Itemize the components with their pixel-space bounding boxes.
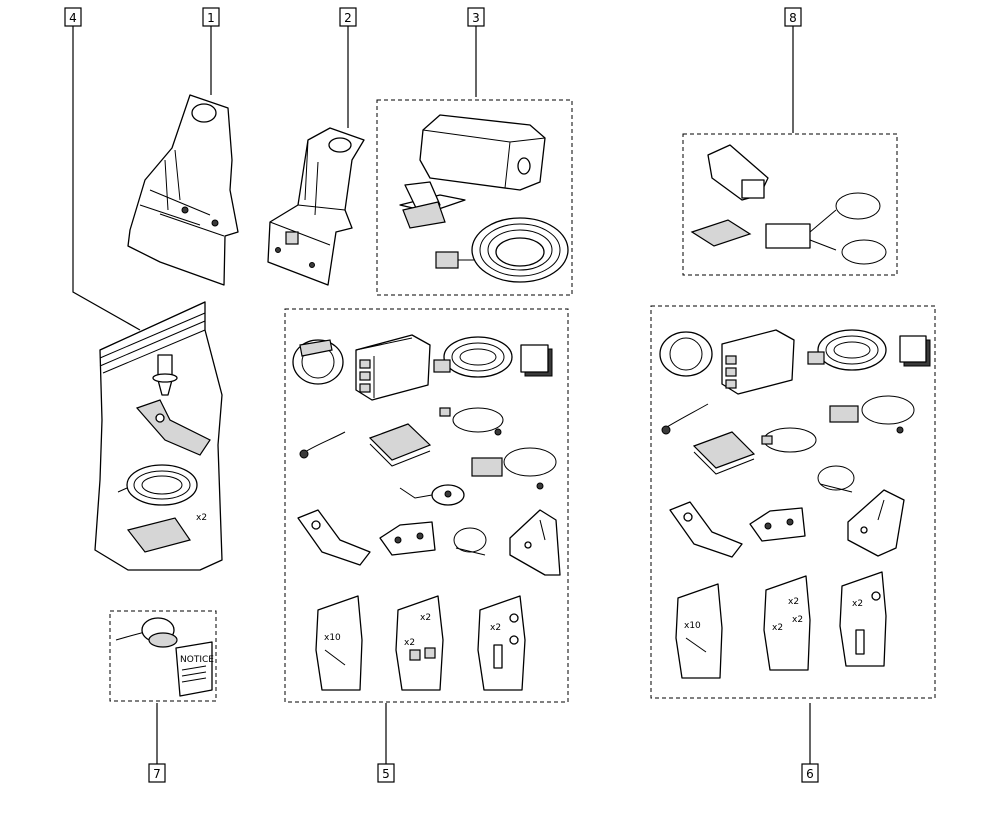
k8-ring-upper (835, 192, 881, 220)
k5-u-bracket (379, 521, 436, 556)
k7-sensor (115, 617, 178, 648)
k6-pad-stack (692, 431, 756, 475)
k8-ring-lower (841, 239, 887, 265)
callout-1: 1 (202, 7, 220, 27)
k8-connector (765, 209, 837, 251)
k6-wire-small (661, 403, 709, 435)
k5-flat-bracket (297, 509, 371, 566)
kit-6-boundary (650, 305, 936, 699)
k6-harness (829, 395, 915, 434)
callout-7: 7 (148, 763, 166, 783)
k5-bag-1: x10 (315, 595, 363, 691)
kit-4-bag: x2 (94, 301, 223, 571)
k5-wire-small (299, 431, 346, 459)
bracket-part-1 (127, 94, 239, 286)
callout-4: 4 (64, 7, 82, 27)
qty-label: x2 (196, 513, 207, 523)
k6-clamp (659, 331, 713, 377)
k6-bag-3: x2 (839, 571, 887, 667)
k5-bag-3: x2 (477, 595, 526, 691)
svg-text:x2: x2 (788, 597, 799, 607)
bracket-part-2 (267, 127, 365, 286)
k5-harness (471, 447, 557, 490)
svg-text:x2: x2 (792, 615, 803, 625)
kit-3-adhesive-pads (399, 181, 466, 229)
k5-wire-loop (439, 407, 504, 436)
k6-bag-2: x2 x2 x2 (763, 575, 811, 671)
kit-3-cable-coil (435, 217, 569, 283)
k5-cable-tie (453, 527, 487, 556)
leader-lines (72, 26, 811, 764)
svg-text:1: 1 (207, 11, 215, 25)
kit-5-contents: x10 x2 x2 x2 (292, 334, 561, 691)
svg-text:NOTICE: NOTICE (180, 655, 214, 665)
kit-3-module (419, 114, 546, 191)
kit-5-boundary (284, 308, 569, 703)
kit-6-contents: x10 x2 x2 x2 x2 (659, 329, 931, 679)
k6-wire-loop (761, 427, 817, 453)
svg-text:x2: x2 (420, 613, 431, 623)
k8-pad (690, 219, 752, 247)
svg-text:x10: x10 (684, 621, 701, 631)
kit-8-contents (690, 144, 887, 265)
k7-notice-booklet: NOTICE (175, 641, 214, 697)
svg-text:8: 8 (789, 11, 797, 25)
kit-7-contents: NOTICE (115, 617, 214, 697)
kit-3-boundary (376, 99, 573, 296)
k5-pad-stack (368, 423, 432, 467)
svg-text:x2: x2 (490, 623, 501, 633)
k6-flat-bracket (669, 501, 743, 558)
k6-cable-tie (817, 465, 855, 493)
k5-plate-bracket (509, 509, 561, 576)
k5-clamp (292, 339, 344, 385)
svg-text:x2: x2 (852, 599, 863, 609)
svg-text:6: 6 (806, 767, 814, 781)
k5-cable-coil (433, 336, 513, 378)
k6-cable-coil (807, 329, 887, 371)
callout-6: 6 (801, 763, 819, 783)
callout-8: 8 (784, 7, 802, 27)
callout-3: 3 (467, 7, 485, 27)
k6-instruction-sheet (899, 335, 931, 367)
svg-text:4: 4 (69, 11, 77, 25)
callout-2: 2 (339, 7, 357, 27)
kit-7-boundary (109, 610, 217, 702)
svg-text:x2: x2 (404, 638, 415, 648)
k6-relay-box (721, 329, 795, 395)
k8-switch (707, 144, 769, 201)
svg-text:3: 3 (472, 11, 480, 25)
k5-bag-2: x2 x2 (395, 595, 444, 691)
kit-8-boundary (682, 133, 898, 276)
callout-5: 5 (377, 763, 395, 783)
k6-bag-1: x10 (675, 583, 723, 679)
k6-plate-bracket (847, 489, 905, 557)
svg-text:7: 7 (153, 767, 161, 781)
svg-text:x2: x2 (772, 623, 783, 633)
k5-relay-box (355, 334, 431, 401)
svg-text:5: 5 (382, 767, 390, 781)
svg-text:2: 2 (344, 11, 352, 25)
k6-u-bracket (749, 507, 806, 542)
svg-text:x10: x10 (324, 633, 341, 643)
k5-sensor (399, 484, 465, 506)
k5-instruction-sheet (520, 344, 553, 377)
